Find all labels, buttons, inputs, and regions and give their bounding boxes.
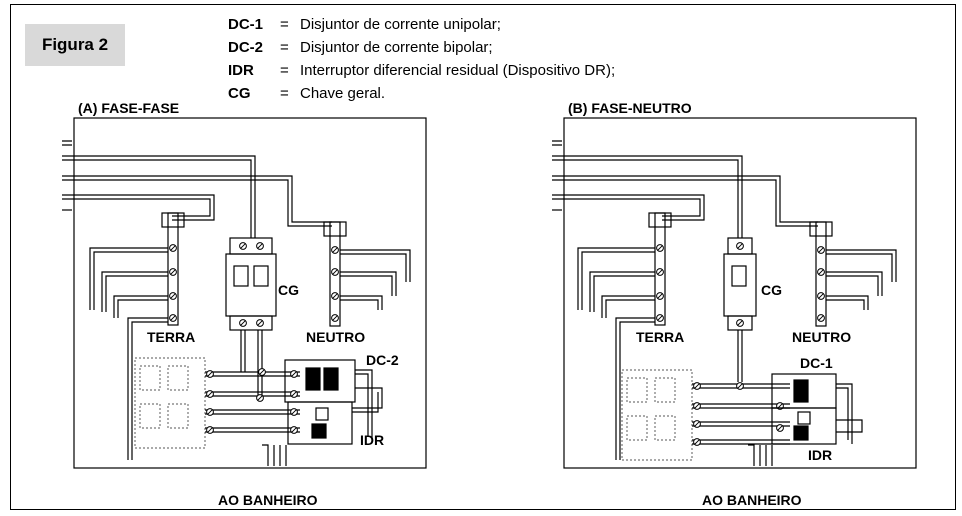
legend-abbr: DC-1 [228, 16, 264, 33]
panel-b-spare-breakers [621, 369, 693, 461]
panel-b-incoming-wires [552, 140, 818, 238]
panel-a-dc2-idr [262, 359, 383, 466]
panel-b-neutro-bar [809, 221, 897, 327]
panel-a-terra-bar [89, 212, 185, 460]
figure-frame [10, 4, 956, 510]
legend-abbr: IDR [228, 62, 254, 79]
panel-a-neutro-bar [323, 221, 411, 327]
legend-row-dc2: DC-2 = Disjuntor de corrente bipolar; [228, 39, 493, 56]
legend-eq: = [280, 62, 289, 79]
legend-text: Disjuntor de corrente unipolar; [300, 16, 501, 33]
legend-row-cg: CG = Chave geral. [228, 85, 385, 102]
legend-abbr: CG [228, 85, 251, 102]
panel-b-cg-label: CG [761, 282, 782, 298]
panel-a-cg-switch [225, 237, 277, 398]
panel-b-idr-label: IDR [808, 447, 832, 463]
legend-abbr: DC-2 [228, 39, 264, 56]
panel-b-terra-label: TERRA [636, 329, 684, 345]
panel-b: (B) FASE-NEUTRO TERRA NEUTRO CG DC-1 IDR… [552, 100, 917, 508]
figure-label: Figura 2 [25, 24, 125, 66]
legend-eq: = [280, 39, 289, 56]
panel-b-dc1-label: DC-1 [800, 355, 833, 371]
legend-eq: = [280, 85, 289, 102]
panel-b-terra-bar [577, 212, 672, 460]
legend-eq: = [280, 16, 289, 33]
legend-row-idr: IDR = Interruptor diferencial residual (Di… [228, 62, 615, 79]
legend-text: Chave geral. [300, 85, 386, 102]
panel-a-cg-label: CG [278, 282, 299, 298]
panel-a-title: (A) FASE-FASE [78, 100, 179, 116]
panel-b-output-label: AO BANHEIRO [702, 492, 802, 508]
legend-text: Disjuntor de corrente bipolar; [300, 39, 493, 56]
panel-a-terra-label: TERRA [147, 329, 195, 345]
panel-a-dc2-label: DC-2 [366, 352, 399, 368]
panel-a-incoming-wires [62, 140, 332, 238]
panel-a-output-label: AO BANHEIRO [218, 492, 318, 508]
legend-row-dc1: DC-1 = Disjuntor de corrente unipolar; [228, 16, 501, 33]
panel-a-spare-breakers [134, 357, 206, 449]
panel-b-cg-switch [723, 237, 757, 382]
panel-a-idr-label: IDR [360, 432, 384, 448]
panel-b-neutro-label: NEUTRO [792, 329, 851, 345]
panel-a: (A) FASE-FASE TERRA NEUTRO CG DC-2 IDR A… [62, 100, 427, 508]
panel-b-enclosure [563, 117, 917, 469]
panel-b-branch-wires [692, 382, 790, 446]
panel-b-title: (B) FASE-NEUTRO [568, 100, 692, 116]
panel-a-branch-wires [205, 368, 300, 434]
panel-a-neutro-label: NEUTRO [306, 329, 365, 345]
panel-b-dc1-idr [748, 373, 863, 466]
legend-text: Interruptor diferencial residual (Dispos… [300, 62, 616, 79]
panel-a-enclosure [73, 117, 427, 469]
